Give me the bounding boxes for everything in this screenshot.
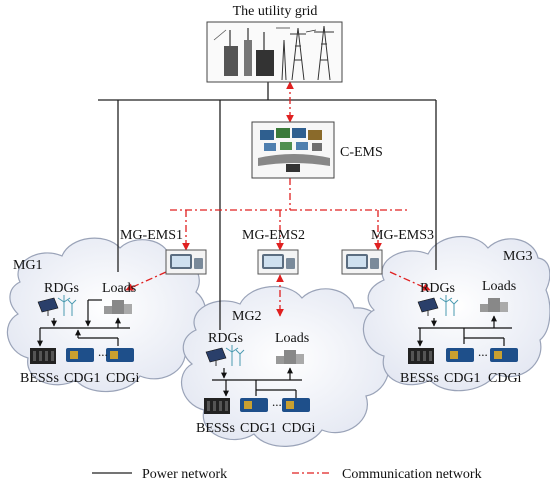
power-tower-icon: [276, 25, 334, 81]
mg-ems1-label: MG-EMS1: [120, 228, 183, 243]
communication-network: [125, 81, 431, 317]
mg2-cdg1-label: CDG1: [240, 421, 277, 436]
battery-icon: [408, 348, 434, 364]
mg2-rdg-label: RDGs: [208, 331, 243, 346]
generator-icon: [106, 348, 134, 362]
mg-ems2: MG-EMS2: [242, 228, 305, 275]
mg-ems2-label: MG-EMS2: [242, 228, 305, 243]
generator-icon: [240, 398, 268, 412]
mg2-dots: ...: [272, 394, 282, 409]
mg2-bess-label: BESSs: [196, 421, 235, 436]
battery-icon: [30, 348, 56, 364]
mg3-cdgi-label: CDGi: [488, 371, 522, 386]
solar-panel-icon: [37, 297, 59, 316]
mg1-dots: ...: [98, 344, 108, 359]
legend: Power network Communication network: [92, 467, 482, 482]
mg-ems3: MG-EMS3: [341, 228, 434, 275]
mg-ems3-label: MG-EMS3: [371, 228, 434, 243]
power-network: [98, 82, 437, 330]
generator-icon: [66, 348, 94, 362]
mg1-name: MG1: [13, 258, 43, 273]
mg3-loads-label: Loads: [482, 279, 516, 294]
generator-icon: [446, 348, 474, 362]
generator-icon: [490, 348, 518, 362]
wind-turbine-icon: [439, 295, 459, 316]
mg1-components: MG1 RDGs Loads: [13, 258, 140, 386]
monitor-icon: [346, 254, 379, 269]
mg2-cdgi-label: CDGi: [282, 421, 316, 436]
utility-grid-title: The utility grid: [233, 4, 318, 19]
building-icon: [104, 300, 132, 314]
wind-turbine-icon: [225, 345, 245, 366]
mg3-dots: ...: [478, 344, 488, 359]
cems: C-EMS: [251, 121, 383, 179]
mg1-cdgi-label: CDGi: [106, 371, 140, 386]
monitor-icon: [170, 254, 203, 269]
utility-grid: The utility grid: [206, 4, 343, 83]
mg1-bess-label: BESSs: [20, 371, 59, 386]
mg2-loads-label: Loads: [275, 331, 309, 346]
mg1-rdg-label: RDGs: [44, 281, 79, 296]
transformer-icon: [213, 28, 274, 76]
mg3-bess-label: BESSs: [400, 371, 439, 386]
legend-comm-label: Communication network: [342, 467, 482, 482]
mg3-rdg-label: RDGs: [420, 281, 455, 296]
generator-icon: [282, 398, 310, 412]
mg3-name: MG3: [503, 249, 533, 264]
wind-turbine-icon: [57, 295, 77, 316]
legend-power-label: Power network: [142, 467, 227, 482]
mg2-components: MG2 RDGs Loads: [196, 309, 316, 436]
mg3-cdg1-label: CDG1: [444, 371, 481, 386]
cems-label: C-EMS: [340, 145, 383, 160]
solar-panel-icon: [417, 297, 439, 316]
building-icon: [276, 350, 304, 364]
monitor-icon: [262, 254, 295, 269]
mg-ems1: MG-EMS1: [120, 228, 207, 275]
solar-panel-icon: [205, 347, 227, 366]
building-icon: [480, 298, 508, 312]
control-room-icon: [258, 128, 330, 172]
mg3-components: MG3 RDGs Loads: [400, 249, 533, 386]
mg1-loads-label: Loads: [102, 281, 136, 296]
battery-icon: [204, 398, 230, 414]
mg2-name: MG2: [232, 309, 262, 324]
mg1-cdg1-label: CDG1: [64, 371, 101, 386]
